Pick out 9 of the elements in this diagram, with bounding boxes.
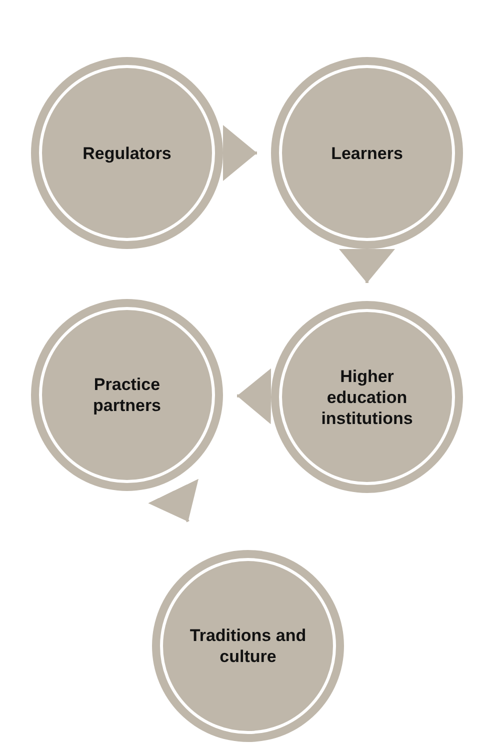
node-label: Traditions and culture: [188, 625, 308, 667]
node-label: Practice partners: [92, 374, 162, 416]
triangle-arrow: [223, 125, 257, 181]
node-label: Learners: [331, 142, 403, 164]
triangle-arrow: [236, 368, 272, 424]
triangle-arrow: [339, 249, 395, 283]
triangle-arrow: [148, 478, 198, 522]
node-label: Higher education institutions: [320, 366, 414, 428]
node-label: Regulators: [82, 142, 172, 164]
